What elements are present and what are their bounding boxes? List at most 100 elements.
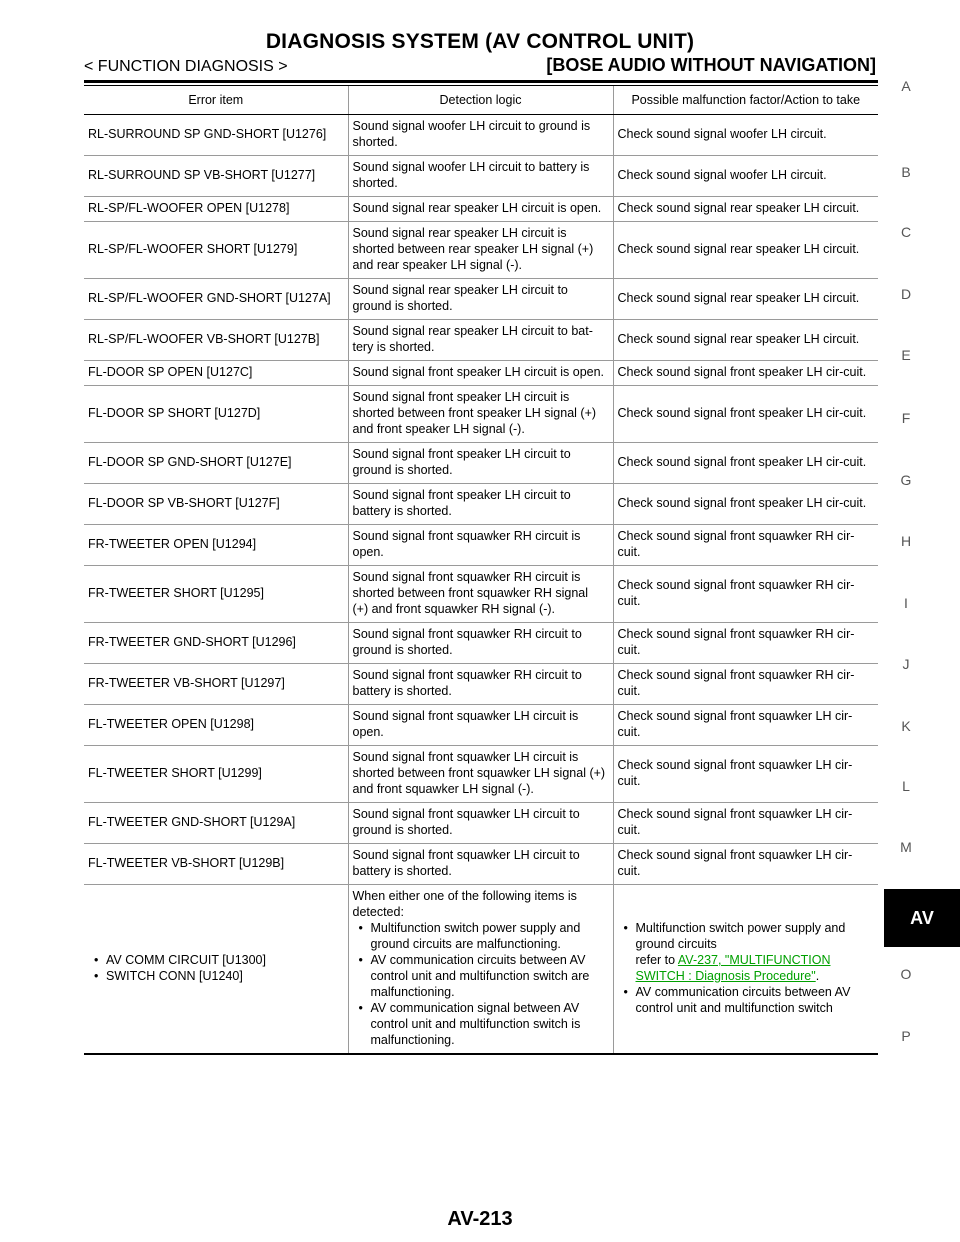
detection-logic-cell: Sound signal woofer LH circuit to batter… [347, 155, 613, 197]
action-item: AV communication circuits between AV con… [618, 984, 873, 1016]
action-cell: Check sound signal rear speaker LH circu… [612, 319, 878, 361]
action-cell: Check sound signal woofer LH circuit. [612, 114, 878, 156]
error-item-cell: FL-DOOR SP VB-SHORT [U127F] [84, 483, 348, 525]
detection-logic-cell: Sound signal front squawker LH circuit t… [347, 843, 613, 885]
error-item-cell: RL-SP/FL-WOOFER VB-SHORT [U127B] [84, 319, 348, 361]
detection-logic-cell: Sound signal front speaker LH circuit to… [347, 442, 613, 484]
error-item-list: AV COMM CIRCUIT [U1300] SWITCH CONN [U12… [88, 952, 342, 984]
section-index-letter[interactable]: K [901, 718, 911, 734]
error-item-cell: RL-SURROUND SP GND-SHORT [U1276] [84, 114, 348, 156]
section-index-letter[interactable]: E [901, 347, 911, 363]
table-row: FR-TWEETER OPEN [U1294]Sound signal fron… [84, 524, 878, 566]
action-cell: Check sound signal front squawker LH cir… [612, 843, 878, 885]
diagnosis-table: Error item Detection logic Possible malf… [84, 85, 878, 1055]
detection-logic-cell: Sound signal front squawker RH circuit t… [347, 622, 613, 664]
section-index-letter[interactable]: P [901, 1028, 911, 1044]
section-index-letter[interactable]: C [900, 224, 912, 240]
action-cell: Check sound signal woofer LH circuit. [612, 155, 878, 197]
section-index-letter[interactable]: G [900, 472, 912, 488]
error-item-cell: FL-DOOR SP SHORT [U127D] [84, 385, 348, 443]
period-text: . [815, 969, 820, 983]
error-item-cell: FL-TWEETER GND-SHORT [U129A] [84, 802, 348, 844]
action-list: Multifunction switch power supply and gr… [618, 920, 873, 1016]
action-cell: Check sound signal front squawker RH cir… [612, 663, 878, 705]
error-item-cell: FR-TWEETER VB-SHORT [U1297] [84, 663, 348, 705]
detection-logic-cell: Sound signal front squawker RH circuit t… [347, 663, 613, 705]
detection-logic-item: AV communication signal between AV contr… [353, 1000, 607, 1048]
error-item-cell: RL-SP/FL-WOOFER GND-SHORT [U127A] [84, 278, 348, 320]
action-cell: Check sound signal rear speaker LH circu… [612, 221, 878, 279]
table-row: FR-TWEETER SHORT [U1295]Sound signal fro… [84, 565, 878, 623]
detection-logic-cell: Sound signal front speaker LH circuit to… [347, 483, 613, 525]
section-label: < FUNCTION DIAGNOSIS > [84, 58, 288, 75]
action-cell: Check sound signal front squawker RH cir… [612, 565, 878, 623]
section-index-letter[interactable]: F [901, 410, 911, 426]
detection-logic-cell: Sound signal front speaker LH circuit is… [347, 360, 613, 386]
column-header: Possible malfunction factor/Action to ta… [612, 85, 878, 115]
section-index-letter[interactable]: O [900, 966, 912, 982]
detection-logic-list: Multifunction switch power supply and gr… [353, 920, 607, 1048]
table-row: FL-TWEETER VB-SHORT [U129B]Sound signal … [84, 843, 878, 885]
error-item-cell: RL-SP/FL-WOOFER OPEN [U1278] [84, 196, 348, 222]
section-index-letter[interactable]: L [902, 778, 910, 794]
table-row: RL-SP/FL-WOOFER SHORT [U1279]Sound signa… [84, 221, 878, 279]
error-item: AV COMM CIRCUIT [U1300] [88, 952, 342, 968]
action-cell: Check sound signal rear speaker LH circu… [612, 278, 878, 320]
error-item-cell: FR-TWEETER SHORT [U1295] [84, 565, 348, 623]
error-item-cell: AV COMM CIRCUIT [U1300] SWITCH CONN [U12… [84, 884, 348, 1055]
action-text: Multifunction switch power supply and gr… [635, 921, 846, 951]
table-row-last: AV COMM CIRCUIT [U1300] SWITCH CONN [U12… [84, 884, 878, 1055]
page-title: DIAGNOSIS SYSTEM (AV CONTROL UNIT) [265, 30, 695, 53]
detection-logic-cell: When either one of the following items i… [347, 884, 613, 1055]
action-cell: Check sound signal front squawker RH cir… [612, 622, 878, 664]
action-cell: Check sound signal front squawker LH cir… [612, 802, 878, 844]
section-index-letter[interactable]: D [900, 286, 912, 302]
table-row: RL-SP/FL-WOOFER GND-SHORT [U127A]Sound s… [84, 278, 878, 320]
error-item-cell: RL-SURROUND SP VB-SHORT [U1277] [84, 155, 348, 197]
table-row: FL-TWEETER OPEN [U1298]Sound signal fron… [84, 704, 878, 746]
error-item-cell: FL-TWEETER OPEN [U1298] [84, 704, 348, 746]
detection-logic-cell: Sound signal front squawker LH circuit i… [347, 704, 613, 746]
section-index-letter[interactable]: M [900, 839, 912, 855]
table-row: RL-SP/FL-WOOFER VB-SHORT [U127B]Sound si… [84, 319, 878, 361]
error-item-cell: FL-DOOR SP OPEN [U127C] [84, 360, 348, 386]
detection-logic-item: AV communication circuits between AV con… [353, 952, 607, 1000]
detection-logic-cell: Sound signal rear speaker LH circuit is … [347, 196, 613, 222]
error-item: SWITCH CONN [U1240] [88, 968, 342, 984]
column-header: Error item [84, 85, 348, 115]
page-number: AV-213 [447, 1208, 513, 1230]
section-subtitle: [BOSE AUDIO WITHOUT NAVIGATION] [546, 55, 876, 75]
section-index-letter[interactable]: H [900, 533, 912, 549]
table-row: FL-DOOR SP SHORT [U127D]Sound signal fro… [84, 385, 878, 443]
table-row: FL-TWEETER GND-SHORT [U129A]Sound signal… [84, 802, 878, 844]
section-index-letter[interactable]: B [901, 164, 911, 180]
action-cell: Check sound signal front squawker RH cir… [612, 524, 878, 566]
diagnosis-procedure-link[interactable]: AV-237, "MULTIFUNCTION SWITCH : Diagnosi… [635, 953, 831, 983]
error-item-cell: FL-TWEETER SHORT [U1299] [84, 745, 348, 803]
error-item-cell: FL-TWEETER VB-SHORT [U129B] [84, 843, 348, 885]
detection-logic-cell: Sound signal front squawker LH circuit t… [347, 802, 613, 844]
refer-text: refer to [635, 953, 678, 967]
error-item-cell: FL-DOOR SP GND-SHORT [U127E] [84, 442, 348, 484]
table-row: FL-DOOR SP GND-SHORT [U127E]Sound signal… [84, 442, 878, 484]
action-cell: Check sound signal front speaker LH cir-… [612, 442, 878, 484]
section-index-letter[interactable]: J [902, 656, 910, 672]
table-row: RL-SURROUND SP GND-SHORT [U1276]Sound si… [84, 114, 878, 156]
detection-logic-cell: Sound signal rear speaker LH circuit is … [347, 221, 613, 279]
table-header-row: Error item Detection logic Possible malf… [84, 85, 878, 115]
section-tab-av[interactable]: AV [884, 889, 960, 947]
action-cell: Check sound signal front speaker LH cir-… [612, 483, 878, 525]
error-item-cell: FR-TWEETER OPEN [U1294] [84, 524, 348, 566]
table-row: RL-SP/FL-WOOFER OPEN [U1278]Sound signal… [84, 196, 878, 222]
detection-logic-item: Multifunction switch power supply and gr… [353, 920, 607, 952]
section-index-letter[interactable]: I [904, 595, 908, 611]
section-index-letter[interactable]: A [901, 78, 911, 94]
detection-logic-cell: Sound signal woofer LH circuit to ground… [347, 114, 613, 156]
table-row: FL-TWEETER SHORT [U1299]Sound signal fro… [84, 745, 878, 803]
detection-logic-cell: Sound signal rear speaker LH circuit to … [347, 278, 613, 320]
action-item: Multifunction switch power supply and gr… [618, 920, 873, 984]
table-row: FL-DOOR SP VB-SHORT [U127F]Sound signal … [84, 483, 878, 525]
error-item-cell: RL-SP/FL-WOOFER SHORT [U1279] [84, 221, 348, 279]
action-cell: Check sound signal front squawker LH cir… [612, 745, 878, 803]
action-cell: Check sound signal front squawker LH cir… [612, 704, 878, 746]
